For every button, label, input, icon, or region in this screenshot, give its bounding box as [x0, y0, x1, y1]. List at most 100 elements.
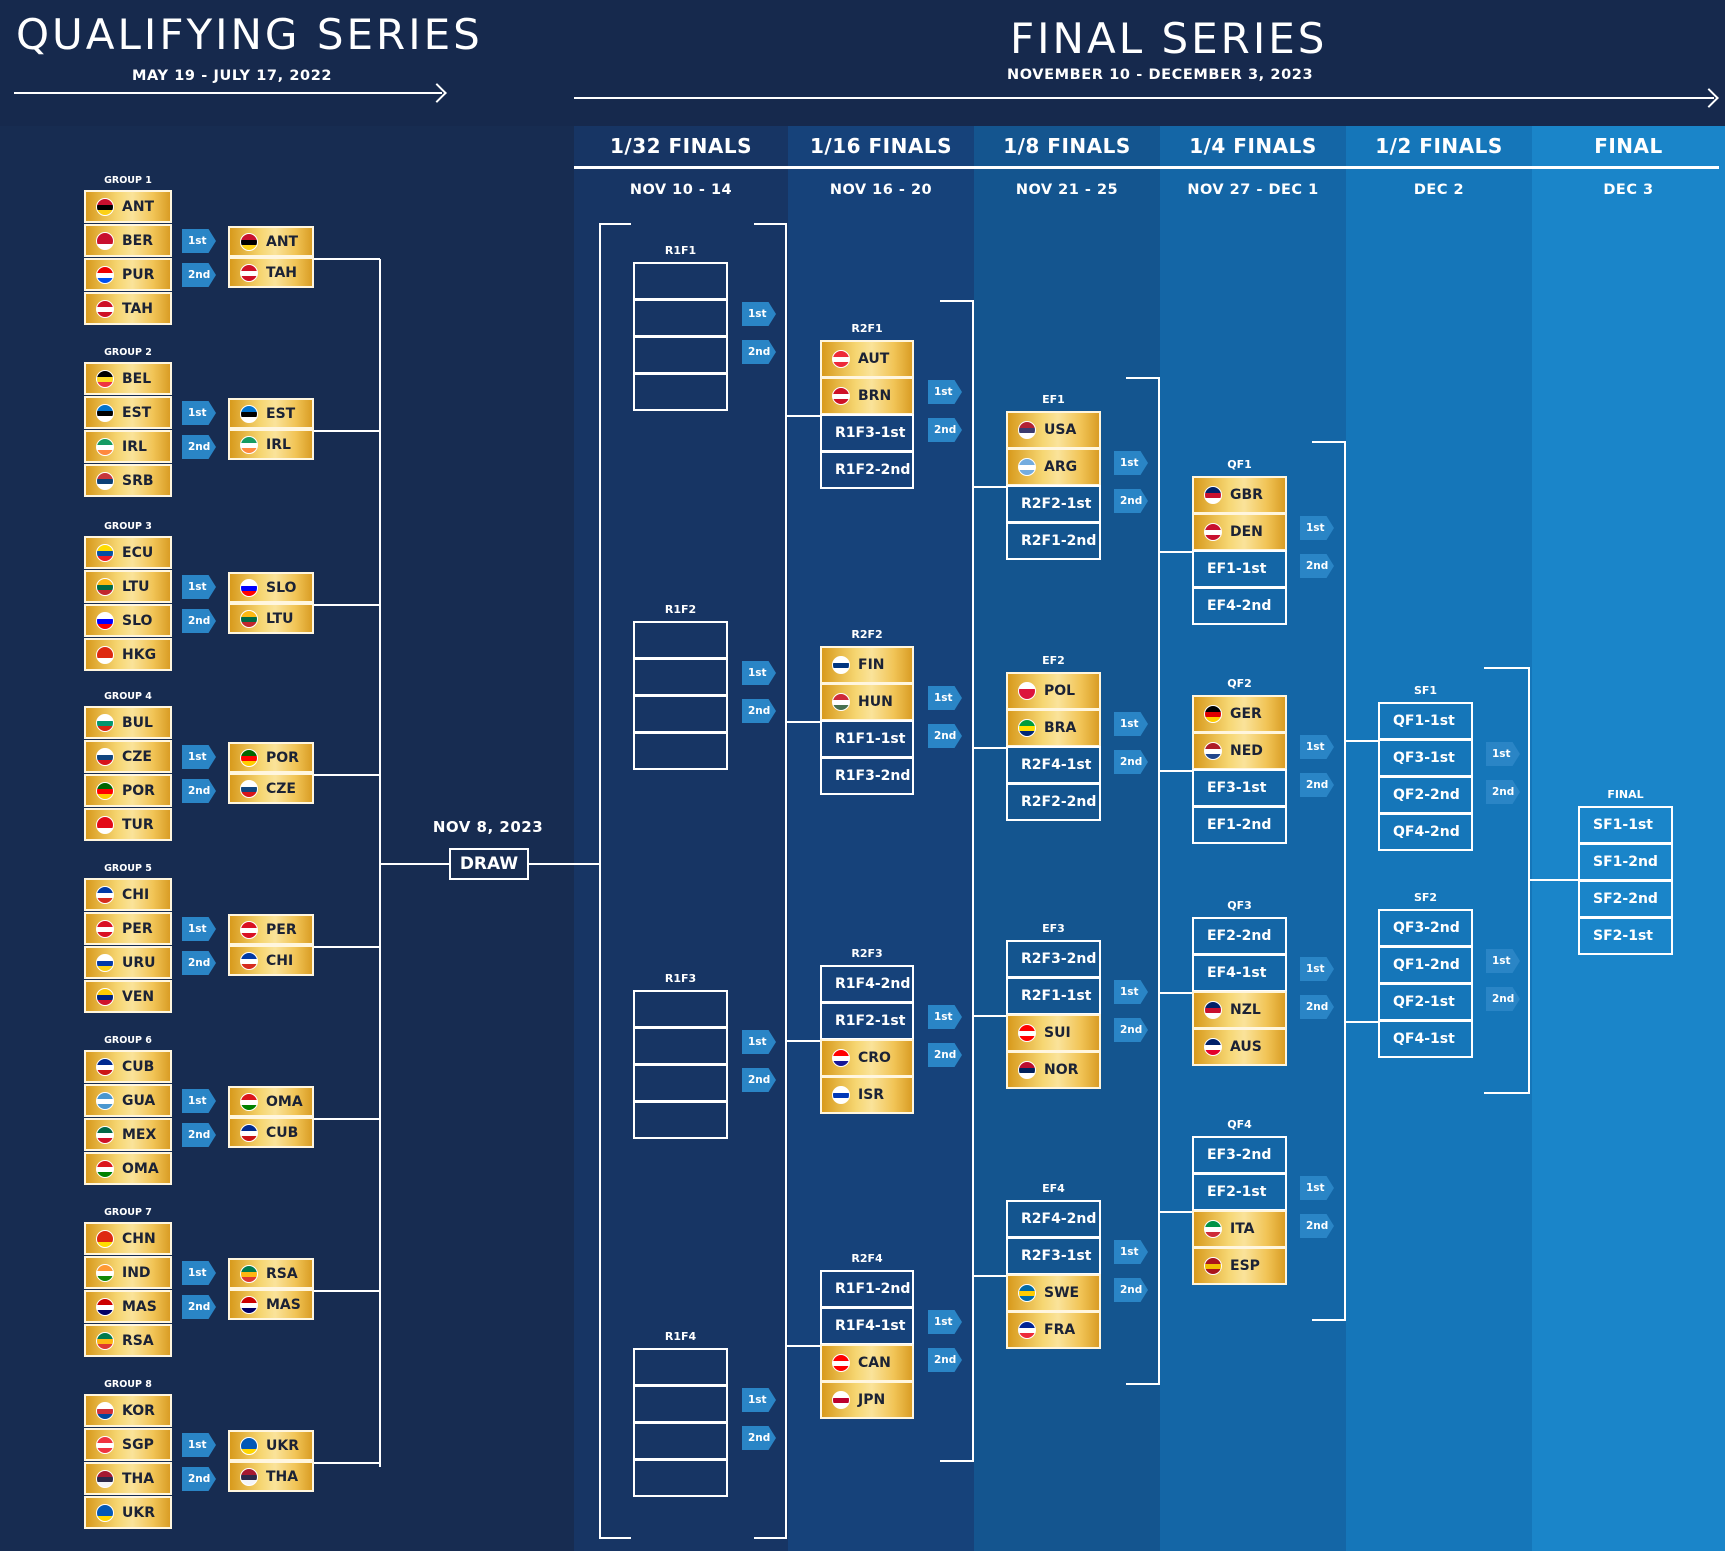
- qf3-second-tag: 2nd: [1300, 995, 1334, 1019]
- group-label: GROUP 4: [104, 691, 152, 702]
- group-team-slot: GUA: [84, 1084, 172, 1117]
- sf1-in-line: [1345, 740, 1379, 742]
- group-7-second-tag: 2nd: [182, 1295, 216, 1319]
- r1f4-second-tag: 2nd: [742, 1426, 776, 1450]
- qualified-team-slot: RSA: [228, 1258, 314, 1289]
- qualified-connector: [314, 774, 380, 776]
- srb-flag-icon: [96, 471, 114, 490]
- isr-flag-icon: [832, 1086, 850, 1104]
- qf4-label: QF4: [1227, 1118, 1252, 1131]
- round-column-5: [1346, 126, 1532, 1551]
- qf2-in-line: [1159, 770, 1193, 772]
- ef3-slot: R2F3-2nd: [1006, 940, 1101, 978]
- r2f3-slot: R1F4-2nd: [820, 965, 914, 1003]
- r2f4-slot: R1F1-2nd: [820, 1270, 914, 1308]
- group-team-slot: PER: [84, 912, 172, 945]
- slot-text: EF1-1st: [1207, 561, 1267, 577]
- r1f4-first-tag: 1st: [742, 1388, 776, 1412]
- r1f1-second-tag: 2nd: [742, 340, 776, 364]
- qf1-first-tag: 1st: [1300, 516, 1334, 540]
- slot-text: ISR: [858, 1087, 885, 1103]
- r1f2-empty-slot: [633, 621, 728, 659]
- bel-flag-icon: [96, 369, 114, 388]
- qualified-team-slot: CZE: [228, 773, 314, 804]
- team-code: ANT: [266, 233, 299, 250]
- slot-text: ARG: [1044, 459, 1078, 475]
- final-in-line: [1529, 879, 1579, 881]
- qf3-in-line: [1159, 992, 1193, 994]
- tah-flag-icon: [240, 263, 258, 282]
- r1f4-empty-slot: [633, 1348, 728, 1386]
- final-slot: SF2-2nd: [1578, 880, 1673, 918]
- ef1-in-line: [973, 486, 1007, 488]
- ef1-slot: R2F1-2nd: [1006, 522, 1101, 560]
- group-3-first-tag: 1st: [182, 575, 216, 599]
- rsa-flag-icon: [240, 1264, 258, 1283]
- group-3-second-tag: 2nd: [182, 609, 216, 633]
- r2f2-slot: R1F3-2nd: [820, 757, 914, 795]
- qf2-first-tag: 1st: [1300, 735, 1334, 759]
- team-code: CZE: [122, 748, 152, 765]
- slot-text: USA: [1044, 422, 1077, 438]
- r2f1-slot: R1F3-1st: [820, 414, 914, 452]
- sf2-slot: QF3-2nd: [1378, 909, 1473, 947]
- ned-flag-icon: [1204, 742, 1222, 760]
- slot-text: R2F2-2nd: [1021, 794, 1097, 810]
- r1f3-empty-slot: [633, 1101, 728, 1139]
- r2-outer-top-tick: [940, 300, 974, 302]
- round-dates-2: NOV 16 - 20: [829, 182, 933, 198]
- ef-outer-top-tick: [1126, 377, 1160, 379]
- slot-text: QF3-1st: [1393, 750, 1455, 766]
- team-code: IRL: [122, 438, 147, 455]
- slot-text: R2F2-1st: [1021, 496, 1092, 512]
- r1f1-label: R1F1: [664, 244, 697, 257]
- arg-flag-icon: [1018, 458, 1036, 476]
- r2f2-in-line: [787, 721, 821, 723]
- team-code: CHI: [266, 952, 294, 969]
- draw-date: NOV 8, 2023: [432, 818, 544, 836]
- slot-text: BRA: [1044, 720, 1077, 736]
- r1f1-empty-slot: [633, 373, 728, 411]
- ef3-first-tag: 1st: [1114, 980, 1148, 1004]
- jpn-flag-icon: [832, 1391, 850, 1409]
- team-code: PER: [266, 921, 297, 938]
- group-label: GROUP 7: [104, 1207, 152, 1218]
- qualified-connector: [314, 258, 380, 260]
- slot-text: AUS: [1230, 1039, 1262, 1055]
- cro-flag-icon: [832, 1049, 850, 1067]
- team-code: CUB: [266, 1124, 299, 1141]
- slot-text: R2F3-2nd: [1021, 951, 1097, 967]
- round-header-divider: [574, 166, 1719, 169]
- qualified-team-slot: PER: [228, 914, 314, 945]
- ef2-slot: R2F4-1st: [1006, 746, 1101, 784]
- slot-text: QF2-1st: [1393, 994, 1455, 1010]
- cub-flag-icon: [240, 1123, 258, 1142]
- r2f4-slot: JPN: [820, 1381, 914, 1419]
- team-code: PUR: [122, 266, 155, 283]
- r2-outer-right-vertical: [972, 300, 974, 1462]
- qualified-connector: [314, 1118, 380, 1120]
- ef4-slot: FRA: [1006, 1311, 1101, 1349]
- round-name-5: 1/2 FINALS: [1375, 134, 1503, 158]
- r2f1-first-tag: 1st: [928, 380, 962, 404]
- kor-flag-icon: [96, 1401, 114, 1420]
- team-code: KOR: [122, 1402, 155, 1419]
- hkg-flag-icon: [96, 645, 114, 664]
- qualifying-series-dates: MAY 19 - JULY 17, 2022: [132, 68, 333, 84]
- ven-flag-icon: [96, 987, 114, 1006]
- team-code: IND: [122, 1264, 151, 1281]
- ef2-second-tag: 2nd: [1114, 750, 1148, 774]
- qualified-connector: [314, 1462, 380, 1464]
- slot-text: R2F3-1st: [1021, 1248, 1092, 1264]
- slot-text: SF2-2nd: [1593, 891, 1658, 907]
- por-flag-icon: [96, 781, 114, 800]
- group-5-first-tag: 1st: [182, 917, 216, 941]
- team-code: CZE: [266, 780, 296, 797]
- cze-flag-icon: [240, 779, 258, 798]
- team-code: ANT: [122, 198, 155, 215]
- ukr-flag-icon: [96, 1503, 114, 1522]
- qualifying-to-draw-line: [380, 863, 449, 865]
- nzl-flag-icon: [1204, 1001, 1222, 1019]
- fin-flag-icon: [832, 656, 850, 674]
- ef1-slot: R2F2-1st: [1006, 485, 1101, 523]
